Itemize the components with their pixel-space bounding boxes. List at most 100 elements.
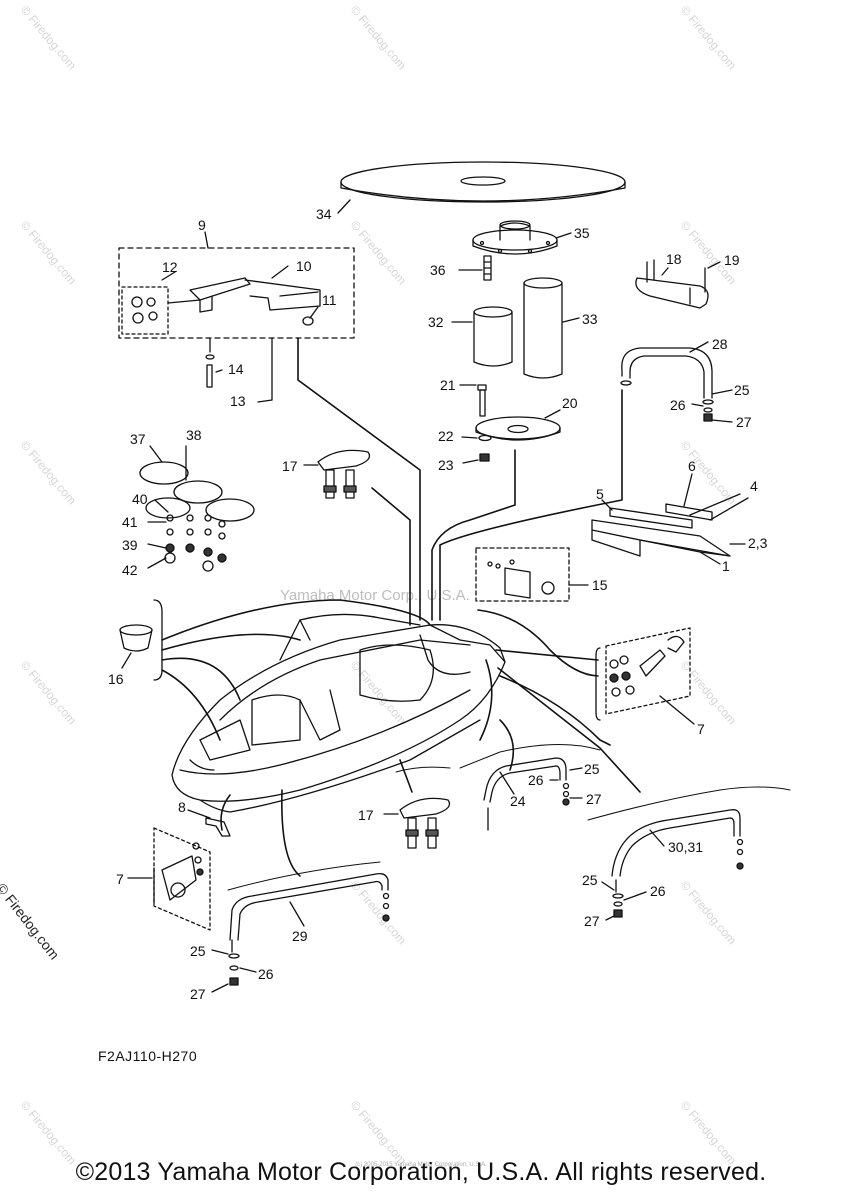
watermark-text: © Firedog.com [678,658,739,727]
part-27-nut [613,909,623,918]
part-26-lock-washer [703,407,713,413]
part-14-washer [205,354,215,360]
callout-41: 41 [122,514,138,530]
callout-20: 20 [562,395,578,411]
part-7-tow-eye-kit-upper [595,627,691,721]
callout-4: 4 [750,478,758,494]
tiny-credit: (c) 2005-2015 Yamaha Motor Corporation, … [355,1162,487,1168]
callout-7: 7 [697,721,705,737]
callout-27: 27 [736,414,752,430]
callout-28: 28 [712,336,728,352]
callout-33: 33 [582,311,598,327]
callout-35: 35 [574,225,590,241]
part-37-cup-holder-ring [139,461,255,522]
callout-36: 36 [430,262,446,278]
part-40-washers [164,514,227,572]
part-30-31-rail [611,809,744,893]
callout-19: 19 [724,252,740,268]
part-16-cup [119,599,163,681]
callout-15: 15 [592,577,608,593]
callout-9: 9 [198,217,206,233]
watermark-text: © Firedog.com [348,658,409,727]
callout-7: 7 [116,871,124,887]
callout-32: 32 [428,314,444,330]
part-15-cover-box [475,547,570,602]
callout-26: 26 [258,966,274,982]
callout-1: 1 [722,558,730,574]
callout-13: 13 [230,393,246,409]
callout-34: 34 [316,206,332,222]
part-24-rail [483,757,570,831]
part-1-to-6-bracket [591,493,749,557]
part-21-bolt [477,384,487,417]
callout-8: 8 [178,799,186,815]
watermark-text: © Firedog.com [678,878,739,947]
copyright-notice: ©2013 Yamaha Motor Corporation, U.S.A. A… [75,1158,767,1186]
callout-14: 14 [228,361,244,377]
part-9-mount-kit-box [118,247,355,339]
callout-26: 26 [650,883,666,899]
callout-23: 23 [438,457,454,473]
callout-42: 42 [122,562,138,578]
callout-38: 38 [186,427,202,443]
callout-17: 17 [358,807,374,823]
part-27-nut [703,413,713,422]
part-26-lock-washer [229,965,239,971]
callout-16: 16 [108,671,124,687]
watermark-text: © Firedog.com [348,1098,409,1167]
part-7-tow-eye-kit-lower [153,827,211,931]
part-34-table-top [340,161,626,203]
callout-25: 25 [734,382,750,398]
part-13-screw [206,364,213,388]
callout-26: 26 [528,772,544,788]
part-35-mount-base [472,220,558,255]
callout-40: 40 [132,491,148,507]
callout-29: 29 [292,928,308,944]
callout-labels: 1 2,3 4 5 6 7 7 8 9 10 11 12 13 14 15 16… [108,206,768,1002]
callout-11: 11 [322,292,337,308]
callout-6: 6 [688,458,696,474]
callout-25: 25 [584,761,600,777]
part-29-long-rail [229,872,390,953]
part-17-cleat-lower [399,797,451,849]
part-28-bow-rail [620,347,713,399]
watermark-text: © Firedog.com [18,1098,79,1167]
callout-17: 17 [282,458,298,474]
part-8-clip [205,817,231,837]
part-17-cleat-upper [317,449,371,499]
callout-25: 25 [582,872,598,888]
watermark-text: © Firedog.com [18,218,79,287]
callout-25: 25 [190,943,206,959]
callout-24: 24 [510,793,526,809]
callout-26: 26 [670,397,686,413]
callout-30-31: 30,31 [668,839,703,855]
watermark-text: © Firedog.com [18,438,79,507]
watermark-text: © Firedog.com [348,878,409,947]
callout-22: 22 [438,428,454,444]
diagram-code: F2AJ110-H270 [98,1048,198,1064]
watermark-text: © Firedog.com [678,3,739,72]
callout-10: 10 [296,258,312,274]
part-25-washer [702,399,714,405]
watermark-text: © Firedog.com [348,3,409,72]
callout-5: 5 [596,486,604,502]
part-23-nut [479,453,490,462]
part-32-short-post [473,306,513,367]
callout-12: 12 [162,259,178,275]
callout-39: 39 [122,537,138,553]
callout-27: 27 [584,913,600,929]
callout-21: 21 [440,377,456,393]
boat-hull [171,613,506,813]
callout-27: 27 [190,986,206,1002]
leader-lines [161,337,641,877]
callout-27: 27 [586,791,602,807]
part-25-washer [612,893,624,899]
part-20-base-plate [475,416,561,441]
callout-37: 37 [130,431,146,447]
callout-18: 18 [666,251,682,267]
watermark-text: © Firedog.com [678,1098,739,1167]
part-18-grab-handle [635,259,709,309]
part-22-washer [478,434,492,442]
part-25-washer [228,953,240,959]
